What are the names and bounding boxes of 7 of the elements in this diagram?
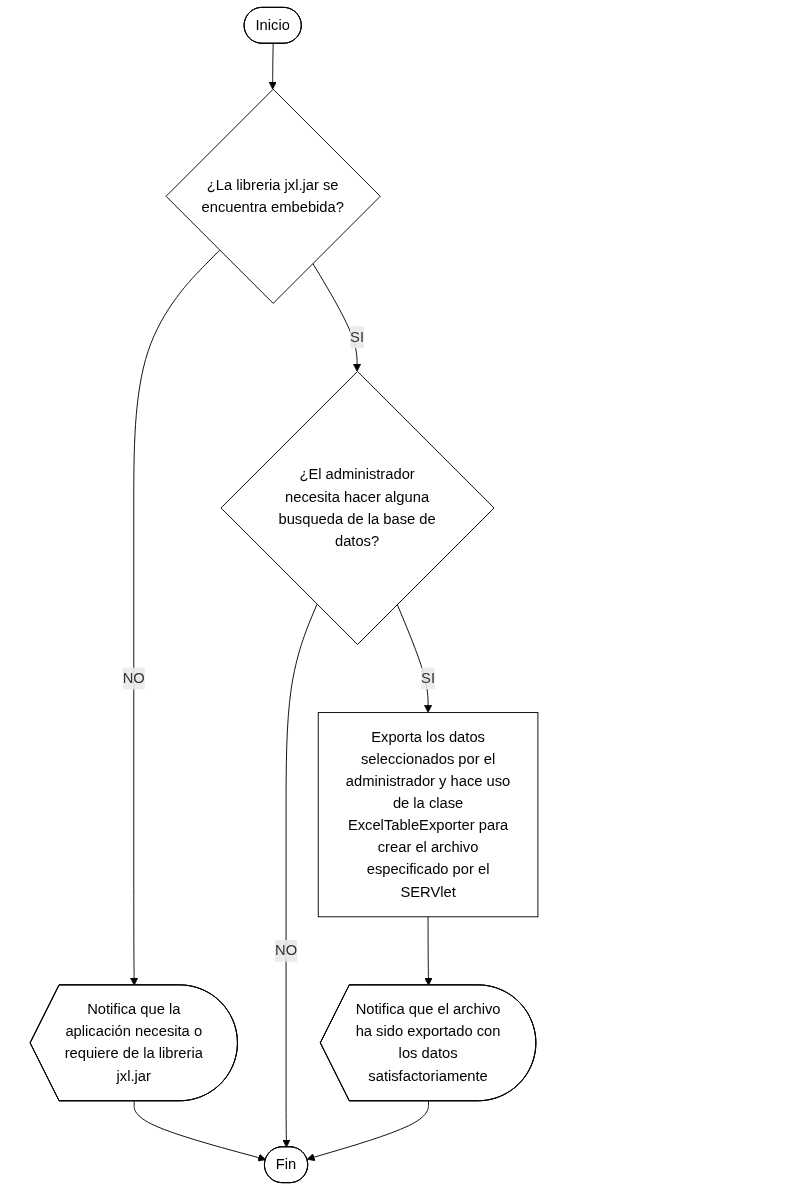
node-diamond: ¿La libreria jxl.jar se encuentra embebida? (165, 88, 381, 304)
node-box: Exporta los datos seleccionados por el administrador y hace uso de la clase ExcelTableExporter para crear el archivo especificado por el SERVlet (317, 712, 539, 918)
edge-label: SI (421, 670, 436, 686)
node-diamond: ¿El administrador necesita hacer alguna busqueda de la base de datos? (220, 371, 495, 645)
edge-label: SI (350, 329, 365, 345)
edge-label: NO (122, 670, 145, 686)
edge-label: NO (275, 942, 298, 959)
